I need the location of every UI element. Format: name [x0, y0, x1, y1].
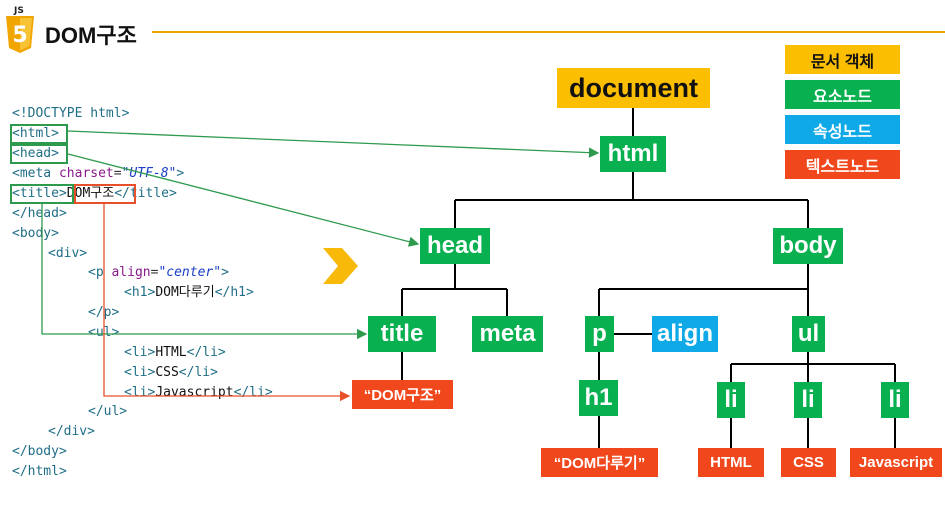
code-line-h1: <h1>DOM다루기</h1>: [124, 283, 254, 303]
chevron-right-icon: [323, 248, 358, 284]
code-body-open: <body>: [12, 226, 59, 241]
javascript-shield-icon: JS 5: [6, 6, 34, 53]
code-line-div-close: </div>: [48, 422, 95, 442]
node-document: document: [557, 68, 710, 108]
code-h1-close: </h1>: [214, 285, 254, 300]
code-meta-eq: =: [113, 166, 122, 181]
code-meta-value: "UTF-8": [121, 166, 177, 181]
code-line-div-open: <div>: [48, 244, 87, 264]
code-div-open: <div>: [48, 246, 88, 261]
code-doctype-name: html>: [90, 106, 130, 121]
node-li-1: li: [717, 382, 745, 418]
node-meta: meta: [472, 316, 543, 352]
code-head-open: <head>: [12, 146, 59, 161]
code-line-html-open: <html>: [12, 124, 59, 144]
js-logo: JS 5: [4, 2, 36, 54]
code-line-meta: <meta charset="UTF-8">: [12, 164, 184, 184]
arrow-html: [67, 130, 600, 158]
code-ul-close: </ul>: [88, 404, 128, 419]
code-p-attr: align: [111, 265, 151, 280]
node-li-3: li: [881, 382, 909, 418]
code-meta-attr: charset: [58, 166, 114, 181]
text-node-li-html: HTML: [698, 448, 764, 477]
code-doctype-open: <!DOCTYPE: [12, 106, 83, 121]
code-html-open: <html>: [12, 126, 59, 141]
code-title-close: </title>: [114, 186, 177, 201]
code-p-eq: =: [150, 265, 159, 280]
legend-attribute-node: 속성노드: [785, 115, 900, 144]
node-html: html: [600, 136, 666, 172]
arrow-head: [67, 153, 420, 247]
arrow-title: [41, 204, 368, 340]
code-line-body-close: </body>: [12, 442, 67, 462]
code-line-html-close: </html>: [12, 462, 67, 482]
code-title-open: <title>: [12, 186, 67, 201]
code-meta-close: >: [176, 166, 185, 181]
text-node-title: “DOM구조”: [352, 380, 453, 409]
legend-text-node: 텍스트노드: [785, 150, 900, 179]
arrow-title-text: [103, 204, 351, 402]
code-p-open: <p: [88, 265, 104, 280]
node-h1: h1: [579, 380, 618, 416]
page-title: DOM구조: [45, 23, 137, 48]
code-h1-open: <h1>: [124, 285, 156, 300]
highlight-html-tag: [10, 124, 68, 144]
legend-document-object: 문서 객체: [785, 45, 900, 74]
code-p-bracket: >: [221, 265, 229, 280]
code-line-li-html: <li>HTML</li>: [124, 343, 226, 363]
code-div-close: </div>: [48, 424, 95, 439]
code-line-doctype: <!DOCTYPE html>: [12, 104, 129, 124]
code-line-ul-close: </ul>: [88, 402, 127, 422]
node-head: head: [420, 228, 490, 264]
code-line-p-open: <p align="center">: [88, 263, 229, 283]
node-title: title: [368, 316, 436, 352]
code-li1-text: HTML: [155, 345, 187, 360]
text-node-li-css: CSS: [781, 448, 836, 477]
highlight-title-text: [74, 184, 136, 204]
code-h1-text: DOM다루기: [155, 285, 215, 300]
code-meta-open: <meta: [12, 166, 52, 181]
code-line-head-close: </head>: [12, 204, 67, 224]
logo-number: 5: [12, 23, 27, 48]
text-node-h1: “DOM다루기”: [541, 448, 658, 477]
code-li2-text: CSS: [155, 365, 179, 380]
code-li1-close: </li>: [186, 345, 226, 360]
code-li2-open: <li>: [124, 365, 156, 380]
code-line-head-open: <head>: [12, 144, 59, 164]
node-body: body: [773, 228, 843, 264]
code-li1-open: <li>: [124, 345, 156, 360]
highlight-head-tag: [10, 144, 68, 164]
code-title-text: DOM구조: [66, 186, 115, 201]
node-ul: ul: [792, 316, 825, 352]
highlight-title-tag: [10, 184, 74, 204]
code-p-value: "center": [158, 265, 222, 280]
code-html-close: </html>: [12, 464, 67, 479]
legend-element-node: 요소노드: [785, 80, 900, 109]
logo-text: JS: [13, 6, 24, 16]
code-head-close: </head>: [12, 206, 67, 221]
node-li-2: li: [794, 382, 822, 418]
code-line-title: <title>DOM구조</title>: [12, 184, 177, 204]
code-li2-close: </li>: [178, 365, 218, 380]
header-rule: [152, 31, 945, 33]
code-body-close: </body>: [12, 444, 67, 459]
code-line-body-open: <body>: [12, 224, 59, 244]
node-align-attribute: align: [652, 316, 718, 352]
tree-lines: [401, 108, 896, 448]
text-node-li-javascript: Javascript: [850, 448, 942, 477]
node-p: p: [585, 316, 614, 352]
code-line-li-css: <li>CSS</li>: [124, 363, 218, 383]
